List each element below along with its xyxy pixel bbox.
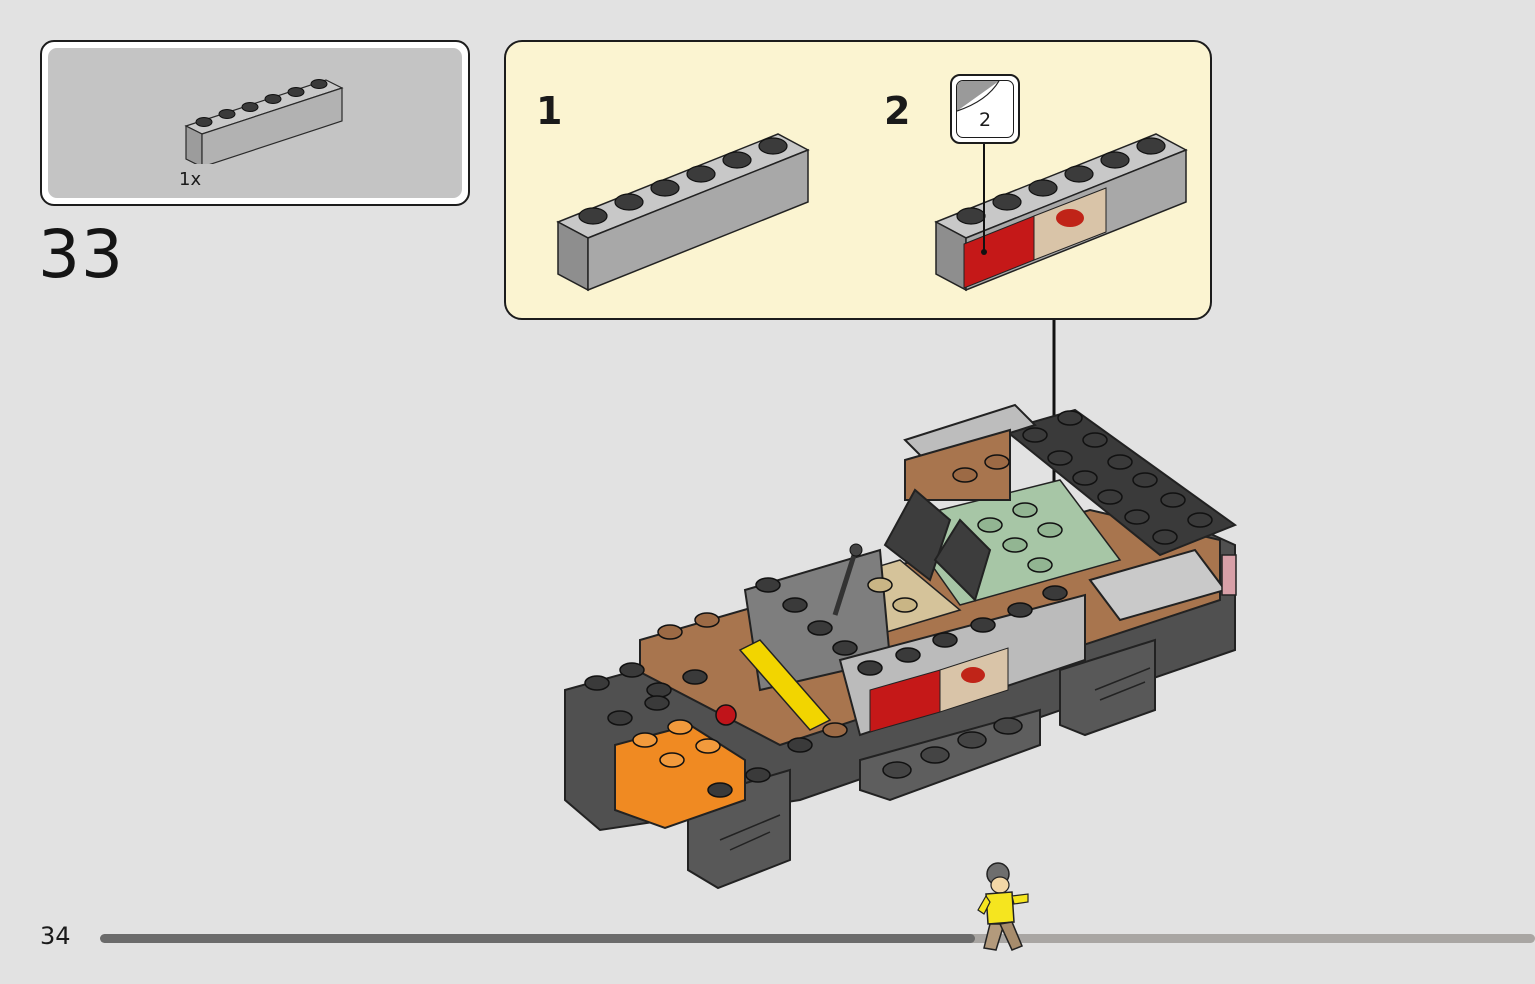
parts-list-box: 1x bbox=[40, 40, 470, 206]
progress-fill bbox=[100, 934, 976, 943]
substep-2-number: 2 bbox=[884, 89, 911, 133]
sticker-number: 2 bbox=[978, 109, 992, 131]
page-number: 34 bbox=[40, 922, 71, 950]
light-gray-1x6-brick-icon bbox=[184, 79, 344, 164]
jeep-vehicle-build-icon bbox=[564, 320, 1238, 890]
substep-callout-box: 1 2 bbox=[504, 40, 1212, 320]
progress-bar bbox=[100, 934, 1535, 943]
substep-1-number: 1 bbox=[536, 89, 563, 133]
light-gray-1x6-brick-with-sticker-icon bbox=[934, 133, 1188, 292]
light-gray-1x6-brick-icon bbox=[556, 133, 810, 292]
minifigure-runner-icon bbox=[977, 862, 1029, 951]
step-number: 33 bbox=[38, 216, 124, 293]
sticker-sheet-icon: 2 bbox=[956, 80, 1014, 138]
sticker-badge: 2 bbox=[950, 74, 1020, 144]
part-quantity: 1x bbox=[179, 169, 202, 190]
parts-list-panel: 1x bbox=[48, 48, 462, 198]
